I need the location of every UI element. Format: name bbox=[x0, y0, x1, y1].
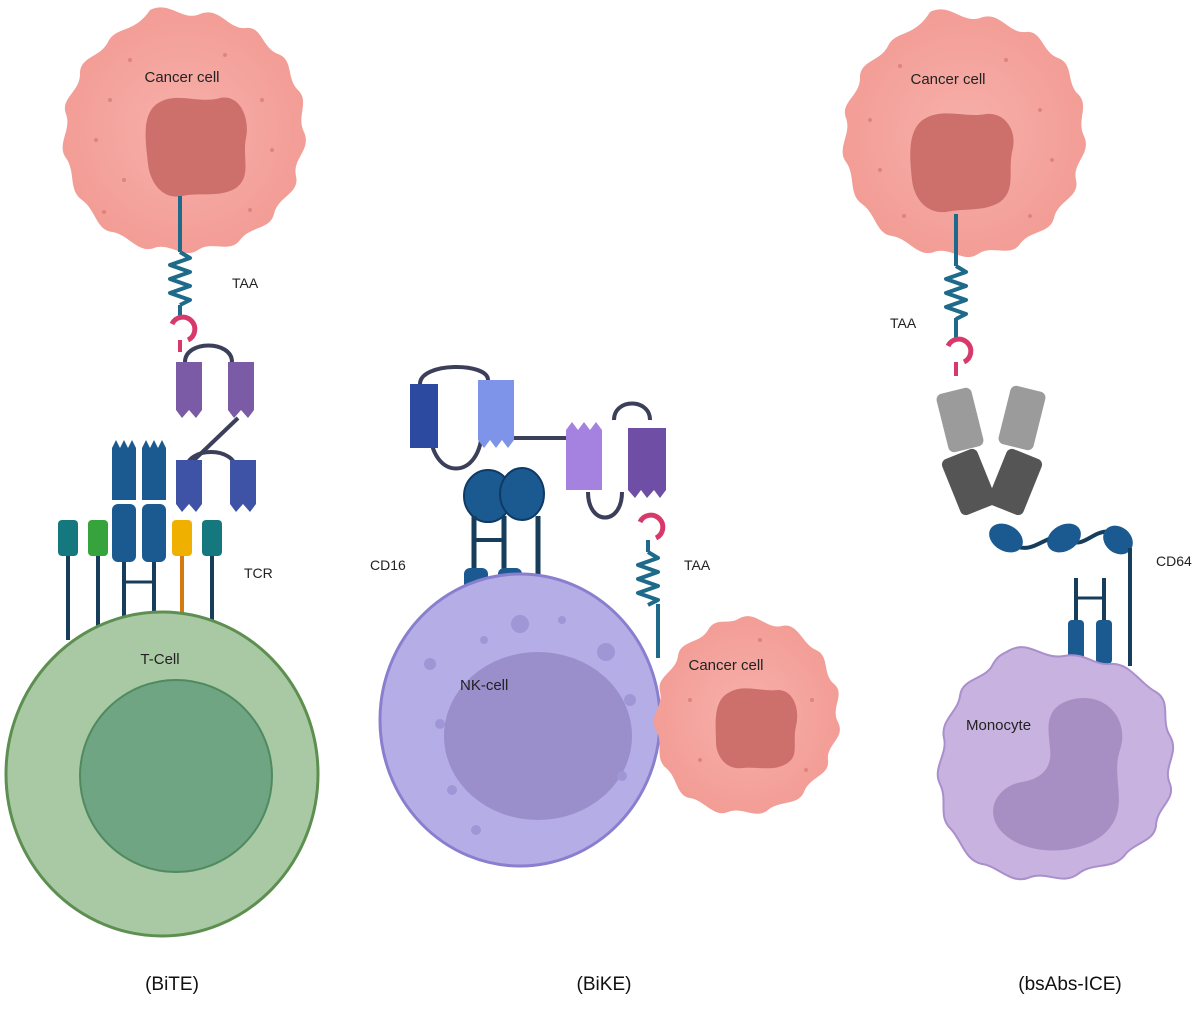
bike-panel: CD16 NK-cell TAA bbox=[370, 364, 840, 995]
ice-monocyte-label: Monocyte bbox=[966, 717, 1031, 734]
bike-nk-cell-label: NK-cell bbox=[460, 677, 508, 694]
ice-taa-antigen: TAA bbox=[890, 214, 974, 376]
bite-cancer-cell-label: Cancer cell bbox=[144, 69, 219, 86]
bite-caption: (BiTE) bbox=[145, 974, 199, 995]
bike-molecule bbox=[410, 364, 666, 520]
ice-cd64-label: CD64 bbox=[1156, 553, 1192, 569]
bike-cd16-label: CD16 bbox=[370, 557, 406, 573]
ice-taa-label: TAA bbox=[890, 315, 917, 331]
ice-monocyte: Monocyte bbox=[936, 646, 1175, 881]
bite-t-cell: T-Cell bbox=[4, 610, 320, 938]
ice-panel: Cancer cell TAA bbox=[842, 9, 1192, 995]
bite-cancer-cell: Cancer cell bbox=[62, 7, 306, 254]
ice-cd64-receptor: CD64 bbox=[989, 523, 1192, 666]
bike-nk-cell: NK-cell bbox=[378, 572, 662, 868]
bike-cancer-cell-label: Cancer cell bbox=[688, 657, 763, 674]
bike-taa-label: TAA bbox=[684, 557, 711, 573]
bite-tcr-label: TCR bbox=[244, 565, 273, 581]
bite-t-cell-label: T-Cell bbox=[140, 651, 179, 668]
bite-panel: Cancer cell TAA bbox=[4, 7, 320, 995]
bite-tcr-complex: TCR bbox=[58, 440, 273, 640]
bite-taa-label: TAA bbox=[232, 275, 259, 291]
bite-taa-antigen: TAA bbox=[168, 196, 259, 352]
bite-molecule bbox=[176, 343, 256, 512]
ice-cancer-cell: Cancer cell bbox=[842, 9, 1086, 258]
bike-caption: (BiKE) bbox=[577, 974, 632, 995]
ice-cancer-cell-label: Cancer cell bbox=[910, 71, 985, 88]
bike-cancer-cell: Cancer cell bbox=[653, 616, 840, 814]
ice-antibody bbox=[936, 385, 1046, 516]
bike-taa-antigen: TAA bbox=[636, 512, 711, 658]
ice-caption: (bsAbs-ICE) bbox=[1018, 974, 1121, 995]
